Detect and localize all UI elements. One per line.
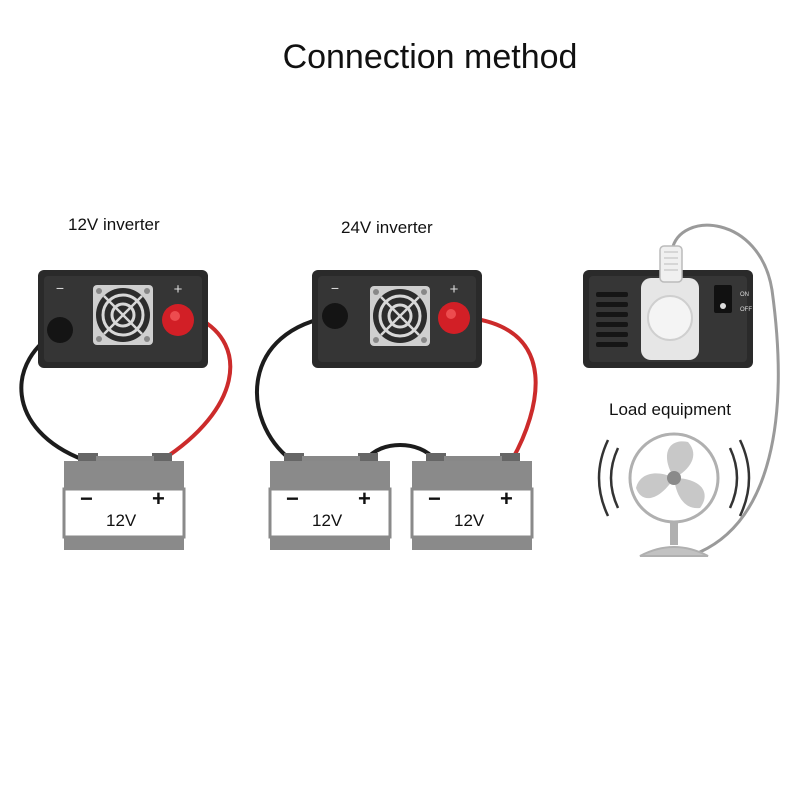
inverter-minus-mark: −	[56, 280, 64, 296]
page-title: Connection method	[282, 38, 578, 76]
inverter-ac-front: ON OFF	[583, 245, 753, 368]
battery-negative-sign: −	[428, 486, 441, 511]
inverter-plus-mark: +	[450, 281, 459, 298]
negative-terminal-icon	[47, 317, 73, 343]
inverter-12v: − +	[38, 270, 208, 368]
battery-positive-sign: +	[152, 486, 165, 511]
label-load-equipment: Load equipment	[609, 400, 731, 419]
ac-power-cable	[670, 223, 780, 554]
battery-positive-sign: +	[358, 486, 371, 511]
battery-voltage-label: 12V	[312, 511, 343, 530]
switch-off-mark: OFF	[740, 307, 752, 313]
battery-negative-sign: −	[286, 486, 299, 511]
positive-cable-24v	[468, 316, 538, 462]
cooling-fan-icon	[93, 285, 153, 345]
vent-grille-icon	[596, 292, 628, 347]
battery-12v-c	[410, 453, 534, 550]
inverter-plus-mark: +	[174, 281, 183, 298]
inverter-24v: − +	[312, 270, 482, 368]
battery-12v-a	[62, 453, 186, 550]
battery-12v-b	[268, 453, 392, 550]
battery-voltage-label: 12V	[454, 511, 485, 530]
label-24v-inverter: 24V inverter	[341, 218, 433, 237]
inverter-minus-mark: −	[331, 280, 339, 296]
fan-icon	[597, 432, 751, 557]
power-switch: ON OFF	[714, 285, 752, 313]
negative-cable-24v	[255, 314, 337, 462]
battery-voltage-label: 12V	[106, 511, 137, 530]
label-12v-inverter: 12V inverter	[68, 215, 160, 234]
switch-on-mark: ON	[740, 292, 749, 298]
battery-positive-sign: +	[500, 486, 513, 511]
battery-negative-sign: −	[80, 486, 93, 511]
positive-cable-12v	[160, 316, 233, 462]
negative-terminal-icon	[322, 303, 348, 329]
ac-socket-with-plug-icon	[641, 245, 699, 360]
cooling-fan-icon	[370, 286, 430, 346]
